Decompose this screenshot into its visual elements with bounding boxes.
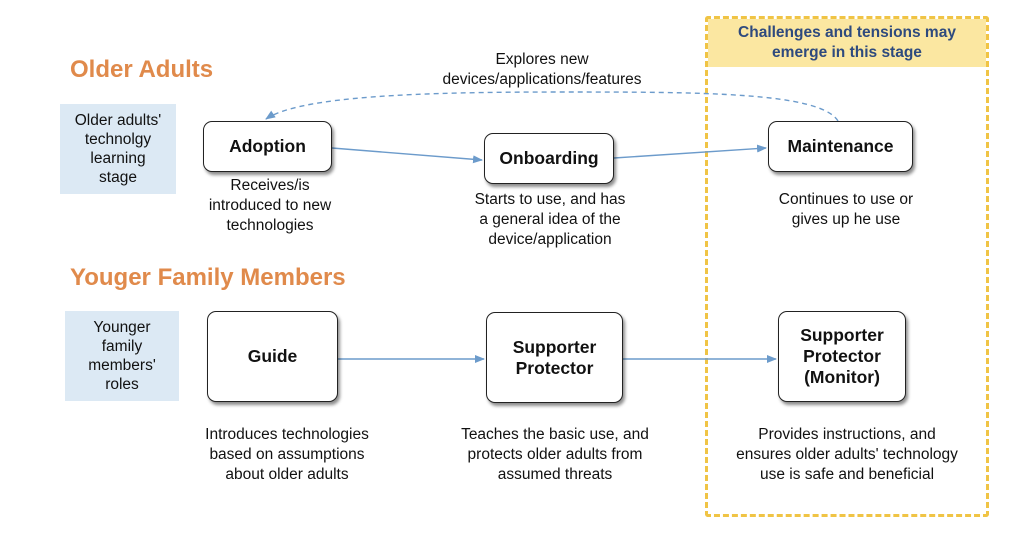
family-role-label: Younger family members' roles xyxy=(65,311,179,401)
older-adults-title: Older Adults xyxy=(70,56,214,83)
older-adults-stage-label: Older adults' technolgy learning stage xyxy=(60,104,176,194)
stage-node-onboarding: Onboarding xyxy=(484,133,614,184)
challenge-region xyxy=(705,16,989,517)
stage-node-maintenance: Maintenance xyxy=(768,121,913,172)
role-node-supporter-protector-monitor: Supporter Protector (Monitor) xyxy=(778,311,906,402)
adoption-to-onboarding-arrow xyxy=(331,147,483,164)
onboarding-to-maintenance-arrow xyxy=(613,144,767,159)
role-node-supporter-protector: Supporter Protector xyxy=(486,312,623,403)
role-desc-supporter-protector-monitor: Provides instructions, and ensures older… xyxy=(736,426,958,483)
stage-desc-adoption: Receives/is introduced to new technologi… xyxy=(208,177,332,234)
role-desc-guide: Introduces technologies based on assumpt… xyxy=(205,426,369,483)
challenge-header-line: emerge in this stage xyxy=(772,44,922,61)
explore-loop-label: Explores new devices/applications/featur… xyxy=(442,51,642,88)
role-node-guide: Guide xyxy=(207,311,338,402)
stage-desc-onboarding: Starts to use, and has a general idea of… xyxy=(474,191,626,248)
stage-node-adoption: Adoption xyxy=(203,121,332,172)
challenge-header-line: Challenges and tensions may xyxy=(738,24,956,41)
challenge-header: Challenges and tensions may emerge in th… xyxy=(708,19,986,67)
family-title: Youger Family Members xyxy=(70,264,346,291)
role-desc-supporter-protector: Teaches the basic use, and protects olde… xyxy=(461,426,649,483)
stage-desc-maintenance: Continues to use or gives up he use xyxy=(778,191,914,228)
explore-loop-arrow xyxy=(265,91,839,122)
